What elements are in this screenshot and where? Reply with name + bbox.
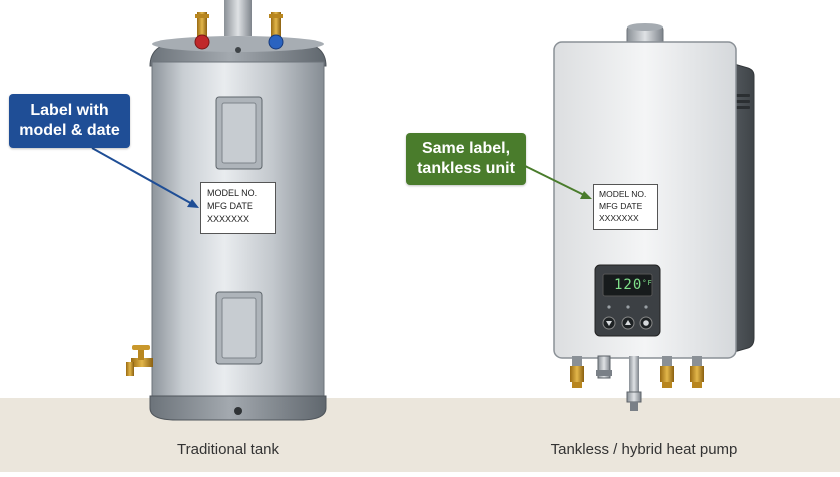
caption-tankless: Tankless / hybrid heat pump [550, 441, 738, 458]
power-button-icon [639, 316, 653, 330]
left-callout: Label with model & date [9, 94, 130, 148]
left-callout-arrow [91, 147, 199, 208]
tankless-model-label: MODEL NO. MFG DATE XXXXXXX [593, 184, 658, 230]
plate-date-line: MFG DATE [207, 201, 253, 211]
up-arrow-button-icon [621, 316, 635, 330]
flue-pipe [224, 0, 252, 36]
bottom-fittings [570, 355, 704, 411]
plate-model-line: MODEL NO. [207, 188, 258, 198]
plate-serial-line: XXXXXXX [207, 214, 250, 224]
floor [0, 398, 840, 472]
plate-date-line: MFG DATE [599, 201, 643, 211]
temperature-unit: °F [642, 279, 653, 287]
left-callout-line2: model & date [19, 122, 120, 139]
right-callout-line1: Same label, [421, 140, 511, 157]
temperature-display [602, 273, 653, 297]
cold-water-pipe [271, 12, 281, 38]
tank-model-label: MODEL NO. MFG DATE XXXXXXX [200, 182, 276, 234]
hot-valve-icon [194, 34, 210, 50]
hot-water-pipe [197, 12, 207, 38]
right-callout-arrow [516, 161, 592, 199]
caption-traditional-tank: Traditional tank [177, 441, 279, 458]
down-arrow-button-icon [602, 316, 616, 330]
side-vents [736, 94, 750, 109]
right-callout-line2: tankless unit [417, 160, 515, 177]
plate-model-line: MODEL NO. [599, 189, 647, 199]
right-callout: Same label, tankless unit [406, 133, 526, 185]
traditional-tank [126, 0, 327, 421]
drain-valve-icon [126, 345, 153, 376]
temperature-value: 120 [614, 277, 643, 293]
cold-valve-icon [268, 34, 284, 50]
plate-serial-line: XXXXXXX [599, 213, 639, 223]
temperature-readout: 120°F [614, 277, 653, 293]
left-callout-line1: Label with [30, 102, 109, 119]
